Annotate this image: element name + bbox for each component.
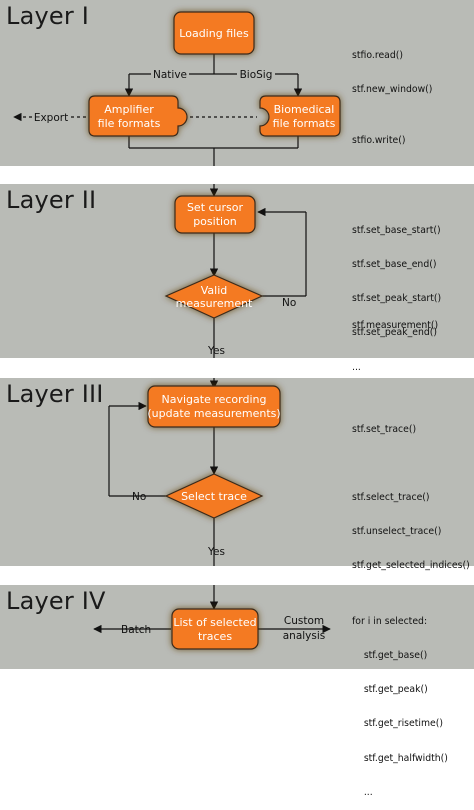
valid-label-2: measurement [176, 297, 253, 310]
layer-2-title: Layer II [6, 186, 97, 214]
code-line: stf.get_halfwidth() [352, 752, 448, 764]
custom-analysis-label-2: analysis [283, 630, 326, 642]
select-trace-decision [164, 473, 264, 519]
code-line: stf.set_base_end() [352, 259, 437, 271]
code-line: stf.set_peak_end() [352, 327, 438, 339]
code-line: ... [352, 786, 373, 798]
export-label: Export [34, 112, 68, 124]
biosig-label: BioSig [240, 69, 273, 81]
code-line: stf.get_peak() [352, 684, 428, 696]
layer-1-code: stfio.read() stf.new_window() [352, 27, 432, 107]
valid-measurement-decision [164, 274, 264, 319]
biosig-label-bg [237, 67, 275, 81]
layer-1-title: Layer I [6, 2, 90, 30]
custom-analysis-label-1: Custom [284, 615, 324, 627]
select-trace-label: Select trace [181, 490, 247, 503]
no-label-2: No [132, 491, 146, 503]
no-label-1: No [282, 297, 296, 309]
layer-2-connectors [209, 184, 307, 358]
nodes [88, 11, 341, 650]
amplifier-node [88, 95, 188, 137]
set-cursor-node [174, 195, 256, 234]
batch-label: Batch [121, 624, 151, 636]
biomedical-label-1: Biomedical [274, 103, 335, 116]
code-line: stf.get_base() [352, 650, 428, 662]
layer-4-title: Layer IV [6, 587, 106, 615]
code-line: stfio.read() [352, 49, 404, 61]
code-line: for i in selected: [352, 615, 428, 627]
layer-3-code: stf.set_trace() [352, 401, 416, 447]
code-line: stf.set_base_start() [352, 224, 441, 236]
set-cursor-label-1: Set cursor [187, 201, 244, 214]
code-line: stf.unselect_trace() [352, 526, 442, 538]
biomedical-node [259, 95, 341, 137]
code-line: ... [352, 361, 361, 373]
code-line: stf.select_trace() [352, 491, 430, 503]
navigate-label-1: Navigate recording [162, 393, 267, 406]
code-line: stf.get_risetime() [352, 718, 444, 730]
list-selected-node [171, 608, 259, 650]
layer-3-connectors [108, 378, 219, 566]
export-label-bg [32, 110, 70, 124]
layer-1-code-write: stfio.write() [352, 112, 405, 158]
native-label-bg [151, 67, 189, 81]
valid-label-1: Valid [201, 284, 228, 297]
navigate-recording-node [147, 385, 281, 428]
yes-label-2: Yes [207, 546, 225, 558]
list-selected-label-2: traces [198, 630, 232, 643]
code-line: stf.measurement() [352, 319, 439, 331]
layer-2-code-measure: stf.measurement() [352, 297, 438, 343]
navigate-label-2: (update measurements) [147, 407, 280, 420]
layer-3-code-select: stf.select_trace() stf.unselect_trace() … [352, 469, 470, 583]
flowchart: Loading files Amplifier file formats Bio… [13, 11, 341, 650]
layer-3-title: Layer III [6, 380, 104, 408]
layer-2-code: stf.set_base_start() stf.set_base_end() … [352, 202, 441, 384]
code-line: stf.new_window() [352, 84, 433, 96]
biomedical-label-2: file formats [273, 117, 336, 130]
amplifier-label-1: Amplifier [104, 103, 154, 116]
code-line: stf.set_trace() [352, 423, 417, 435]
set-cursor-label-2: position [193, 215, 237, 228]
native-label: Native [153, 69, 187, 81]
code-line: stfio.write() [352, 134, 406, 146]
code-line: stf.set_peak_start() [352, 293, 442, 305]
loading-files-node [173, 11, 255, 55]
code-line: stf.get_selected_indices() [352, 560, 470, 572]
yes-label-1: Yes [207, 345, 225, 357]
loading-files-label: Loading files [179, 27, 249, 40]
layer-4-connectors [93, 585, 331, 634]
list-selected-label-1: List of selected [173, 616, 256, 629]
amplifier-label-2: file formats [98, 117, 161, 130]
